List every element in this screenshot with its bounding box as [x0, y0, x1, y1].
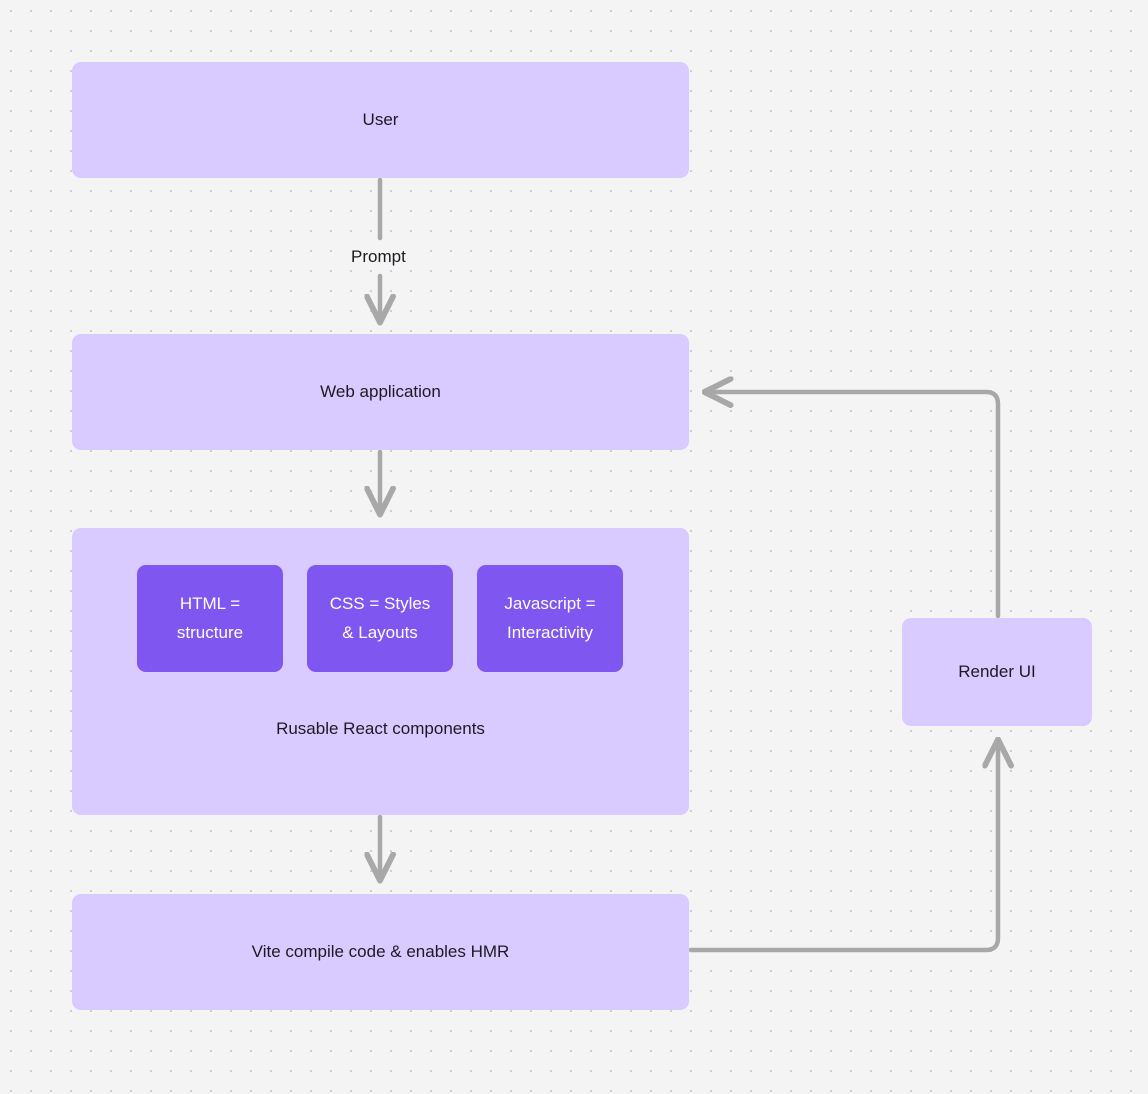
node-render-ui[interactable]: Render UI [902, 618, 1092, 726]
chip-javascript[interactable]: Javascript = Interactivity [477, 565, 623, 672]
node-web-application-label: Web application [320, 381, 441, 401]
node-vite-compile-label: Vite compile code & enables HMR [251, 941, 510, 961]
node-user-label: User [362, 109, 399, 129]
edge-render-to-webapp [707, 392, 1001, 619]
node-web-application[interactable]: Web application [72, 334, 689, 450]
node-reusable-react-components[interactable]: HTML = structure CSS = Styles & Layouts … [72, 528, 689, 815]
node-vite-compile[interactable]: Vite compile code & enables HMR [72, 894, 689, 1010]
node-reusable-react-components-label: Rusable React components [276, 719, 485, 738]
node-user[interactable]: User [72, 62, 689, 178]
chip-html[interactable]: HTML = structure [137, 565, 283, 672]
chip-css[interactable]: CSS = Styles & Layouts [307, 565, 453, 672]
edge-vite-to-render [688, 742, 998, 953]
node-render-ui-label: Render UI [958, 661, 1036, 681]
edge-label-prompt: Prompt [344, 246, 413, 268]
chip-row: HTML = structure CSS = Styles & Layouts … [137, 565, 623, 672]
